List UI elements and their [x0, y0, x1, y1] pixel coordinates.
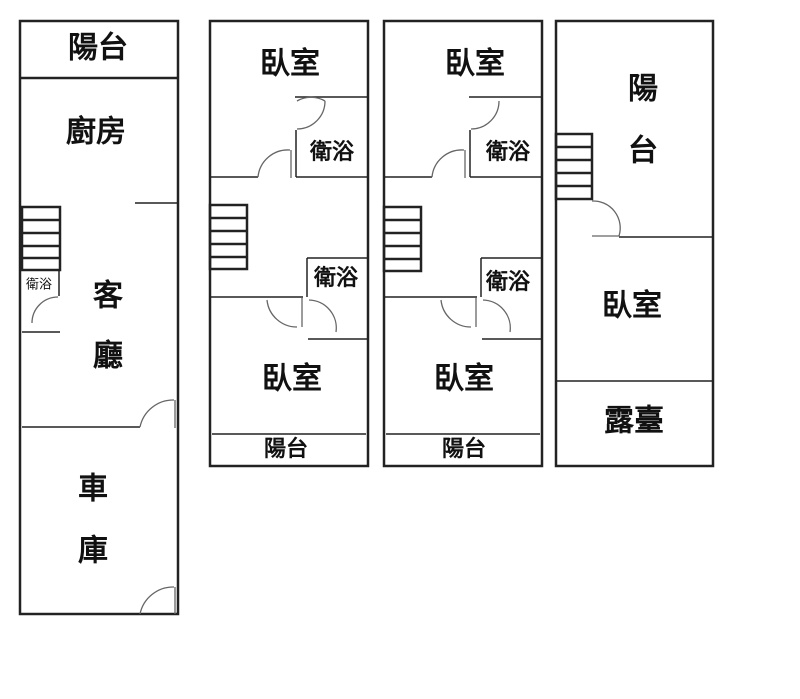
room-label-bedroom: 臥室 — [262, 362, 322, 397]
room-label-bath: 衛浴 — [485, 269, 531, 295]
room-label-bath: 衛浴 — [313, 265, 359, 291]
door-arc — [308, 299, 337, 333]
door-arc — [431, 149, 465, 178]
room-label-living: 廳 — [93, 339, 123, 374]
room-label-bedroom: 臥室 — [434, 362, 494, 397]
door-arc — [139, 399, 175, 428]
room-label-balcony: 陽台 — [68, 31, 128, 66]
floor-plan-1: 陽台 廚房 衛浴 客 廳 車 庫 — [18, 19, 180, 616]
door-arc — [470, 100, 500, 130]
door-arc — [296, 96, 326, 130]
room-label-balcony: 台 — [628, 134, 658, 169]
room-label-terrace: 露臺 — [604, 404, 664, 439]
room-label-bath: 衛浴 — [309, 139, 355, 165]
outer-wall — [382, 19, 544, 468]
floor-plan-3: 臥室 衛浴 衛浴 臥室 陽台 — [382, 19, 544, 468]
stairs-icon — [208, 203, 249, 271]
door-arc — [31, 296, 59, 324]
stairs-icon — [20, 205, 62, 272]
outer-wall — [554, 19, 715, 468]
room-label-living: 客 — [93, 279, 123, 314]
outer-wall — [18, 19, 180, 616]
room-label-garage: 庫 — [78, 534, 108, 569]
stairs-icon — [382, 205, 423, 273]
stairs-icon — [554, 132, 594, 201]
door-arc — [257, 149, 291, 178]
door-arc — [440, 299, 472, 328]
room-label-bath: 衛浴 — [26, 278, 52, 293]
room-label-balcony: 陽台 — [442, 436, 486, 462]
door-arc — [591, 200, 621, 237]
door-arc — [482, 299, 511, 333]
room-label-bedroom: 臥室 — [445, 47, 505, 82]
room-label-bedroom: 臥室 — [602, 289, 662, 324]
door-arc — [266, 299, 298, 328]
floor-plan-2: 臥室 衛浴 衛浴 臥室 陽台 — [208, 19, 370, 468]
room-label-balcony: 陽 — [628, 72, 658, 107]
floor-plan-4: 陽 台 臥室 露臺 — [554, 19, 715, 468]
room-label-bath: 衛浴 — [485, 139, 531, 165]
room-label-balcony: 陽台 — [264, 436, 308, 462]
room-label-garage: 車 — [78, 472, 108, 507]
room-label-kitchen: 廚房 — [66, 115, 126, 150]
room-label-bedroom: 臥室 — [260, 47, 320, 82]
door-arc — [139, 586, 175, 615]
